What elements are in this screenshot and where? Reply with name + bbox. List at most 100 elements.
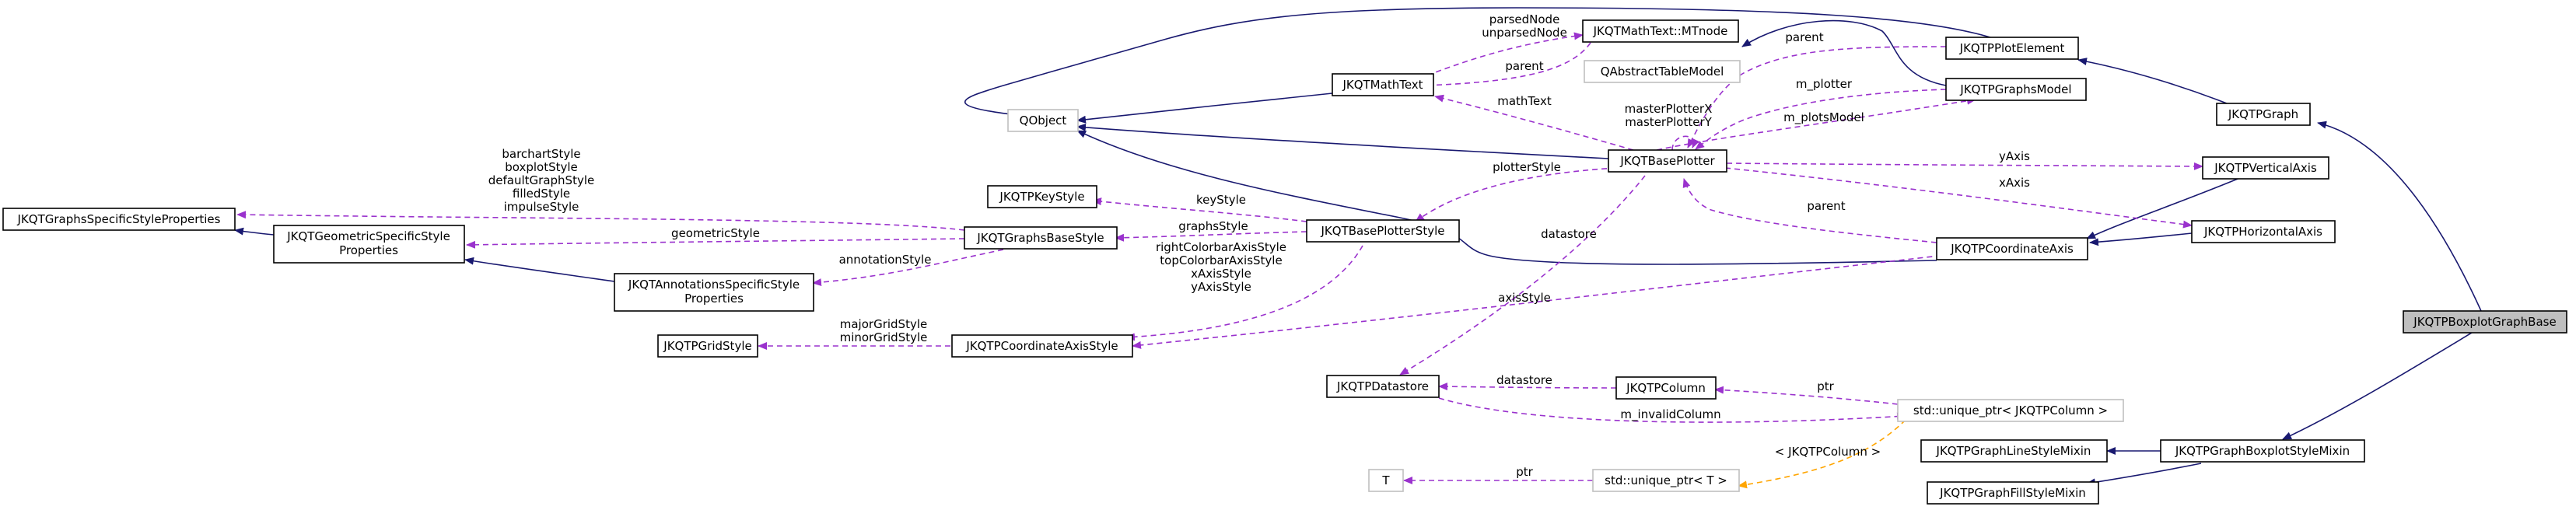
node-std-unique-ptr-jkqtpcolumn[interactable]: std::unique_ptr< JKQTPColumn > bbox=[1897, 399, 2124, 422]
node-jkqtgraphsbasestyle[interactable]: JKQTGraphsBaseStyle bbox=[964, 226, 1118, 250]
svg-text:JKQTPCoordinateAxisStyle: JKQTPCoordinateAxisStyle bbox=[965, 339, 1118, 353]
svg-text:JKQTPGraphFillStyleMixin: JKQTPGraphFillStyleMixin bbox=[1939, 486, 2086, 500]
edge-uniqueptrcolumn-to-uniqueptrt bbox=[1738, 419, 1906, 489]
node-jkqtpgridstyle[interactable]: JKQTPGridStyle bbox=[657, 334, 758, 358]
svg-text:std::unique_ptr< JKQTPColumn >: std::unique_ptr< JKQTPColumn > bbox=[1913, 403, 2108, 418]
label-barchartstyle: barchartStyle bbox=[502, 147, 580, 161]
svg-text:QObject: QObject bbox=[1020, 114, 1067, 128]
edges bbox=[234, 7, 2482, 489]
svg-text:JKQTPColumn: JKQTPColumn bbox=[1626, 381, 1706, 395]
node-jkqtpverticalaxis[interactable]: JKQTPVerticalAxis bbox=[2202, 156, 2329, 180]
node-std-unique-ptr-t[interactable]: std::unique_ptr< T > bbox=[1592, 469, 1740, 492]
edge-boxplotbase-to-graph bbox=[2317, 121, 2482, 312]
svg-text:Properties: Properties bbox=[339, 243, 398, 257]
edge-graphsbasestyle-to-graphsspecific bbox=[236, 211, 965, 231]
node-jkqtpgraphboxplotstylemixin[interactable]: JKQTPGraphBoxplotStyleMixin bbox=[2160, 439, 2365, 463]
label-plotelement-parent: parent bbox=[1785, 30, 1823, 44]
label-column-datastore: datastore bbox=[1496, 373, 1552, 387]
node-jkqtpgraphlinestylemixin[interactable]: JKQTPGraphLineStyleMixin bbox=[1920, 439, 2108, 463]
svg-text:JKQTGeometricSpecificStyle: JKQTGeometricSpecificStyle bbox=[286, 229, 450, 243]
edge-coordinateaxis-to-coordinateaxisstyle bbox=[1132, 253, 1961, 349]
node-jkqtpcoordinateaxis[interactable]: JKQTPCoordinateAxis bbox=[1936, 237, 2088, 260]
label-rightcolorbaraxisstyle: rightColorbarAxisStyle bbox=[1156, 240, 1286, 254]
edge-baseplotterstyle-to-graphsbasestyle bbox=[1115, 231, 1307, 242]
edge-boxplotbase-to-boxplotstylemixin bbox=[2282, 332, 2473, 440]
svg-text:JKQTGraphsSpecificStylePropert: JKQTGraphsSpecificStyleProperties bbox=[17, 212, 221, 226]
label-xaxis: xAxis bbox=[1999, 176, 2030, 190]
label-m-invalidcolumn: m_invalidColumn bbox=[1620, 407, 1720, 422]
label-masterplottery: masterPlotterY bbox=[1625, 115, 1712, 129]
edge-plotelement-to-qobject bbox=[964, 7, 1996, 124]
label-unparsednode: unparsedNode bbox=[1482, 26, 1567, 40]
node-jkqtpgraph[interactable]: JKQTPGraph bbox=[2216, 103, 2311, 126]
node-t[interactable]: T bbox=[1368, 469, 1404, 492]
node-jkqtmathtext[interactable]: JKQTMathText bbox=[1332, 73, 1434, 96]
svg-text:std::unique_ptr< T >: std::unique_ptr< T > bbox=[1605, 473, 1727, 488]
edge-labels: parsedNode unparsedNode parent parent m_… bbox=[488, 12, 2030, 479]
svg-text:Properties: Properties bbox=[684, 292, 744, 306]
edge-baseplotter-to-baseplotterstyle bbox=[1415, 167, 1617, 222]
svg-text:JKQTBasePlotterStyle: JKQTBasePlotterStyle bbox=[1321, 224, 1445, 238]
node-jkqtpkeystyle[interactable]: JKQTPKeyStyle bbox=[987, 185, 1097, 208]
label-ptr-column: ptr bbox=[1817, 379, 1834, 393]
node-jkqtpplotelement[interactable]: JKQTPPlotElement bbox=[1945, 37, 2079, 60]
label-topcolorbaraxisstyle: topColorbarAxisStyle bbox=[1160, 253, 1282, 267]
edge-uniqueptrcolumn-to-column bbox=[1714, 386, 1899, 405]
label-graphsstyle: graphsStyle bbox=[1178, 219, 1248, 233]
node-jkqtannotationsspecificstyleproperties[interactable]: JKQTAnnotationsSpecificStyle Properties bbox=[614, 273, 814, 312]
label-m-plotsmodel: m_plotsModel bbox=[1783, 110, 1864, 125]
node-jkqtmathtext-mtnode[interactable]: JKQTMathText::MTnode bbox=[1582, 19, 1739, 43]
node-jkqtpcolumn[interactable]: JKQTPColumn bbox=[1615, 376, 1717, 400]
label-keystyle: keyStyle bbox=[1196, 193, 1246, 207]
edge-mathtext-to-qobject bbox=[1076, 93, 1333, 124]
edge-graphsmodel-to-baseplotter bbox=[1695, 89, 1947, 150]
node-jkqtgraphsspecificstyleproperties[interactable]: JKQTGraphsSpecificStyleProperties bbox=[2, 208, 236, 231]
edge-mtnode-to-mathtext bbox=[1424, 42, 1591, 89]
node-jkqtpboxplotgraphbase[interactable]: JKQTPBoxplotGraphBase bbox=[2403, 310, 2567, 334]
edge-baseplotter-to-graphsmodel bbox=[1656, 96, 1976, 151]
svg-text:JKQTPGraph: JKQTPGraph bbox=[2228, 107, 2298, 121]
node-jkqtphorizontalaxis[interactable]: JKQTPHorizontalAxis bbox=[2191, 220, 2336, 243]
label-axisstyle: axisStyle bbox=[1498, 291, 1551, 305]
edge-baseplotter-to-verticalaxis bbox=[1726, 162, 2203, 170]
svg-text:JKQTPHorizontalAxis: JKQTPHorizontalAxis bbox=[2203, 225, 2322, 239]
label-defaultgraphstyle: defaultGraphStyle bbox=[488, 173, 594, 187]
node-jkqtpgraphfillstylemixin[interactable]: JKQTPGraphFillStyleMixin bbox=[1927, 481, 2099, 505]
node-qabstracttablemodel[interactable]: QAbstractTableModel bbox=[1584, 60, 1741, 83]
node-jkqtgeometricspecificstyleproperties[interactable]: JKQTGeometricSpecificStyle Properties bbox=[273, 225, 465, 264]
label-yaxisstyle: yAxisStyle bbox=[1191, 280, 1251, 294]
svg-text:JKQTPGraphsModel: JKQTPGraphsModel bbox=[1959, 82, 2071, 96]
svg-text:JKQTPGraphLineStyleMixin: JKQTPGraphLineStyleMixin bbox=[1936, 444, 2091, 458]
label-impulsestyle: impulseStyle bbox=[504, 200, 579, 214]
label-boxplotstyle: boxplotStyle bbox=[505, 160, 578, 174]
svg-text:JKQTMathText::MTnode: JKQTMathText::MTnode bbox=[1593, 24, 1728, 38]
edge-graphsbasestyle-to-geometric bbox=[466, 238, 965, 249]
label-mathtext: mathText bbox=[1497, 94, 1552, 108]
svg-text:JKQTPCoordinateAxis: JKQTPCoordinateAxis bbox=[1950, 242, 2074, 256]
nodes: JKQTPBoxplotGraphBase JKQTPGraph JKQTPPl… bbox=[2, 19, 2567, 505]
edge-graph-to-plotelement bbox=[2077, 58, 2231, 106]
node-jkqtpgraphsmodel[interactable]: JKQTPGraphsModel bbox=[1945, 78, 2087, 101]
node-jkqtbaseplotter[interactable]: JKQTBasePlotter bbox=[1608, 149, 1727, 173]
svg-text:JKQTPVerticalAxis: JKQTPVerticalAxis bbox=[2214, 161, 2317, 175]
label-yaxis: yAxis bbox=[1999, 149, 2030, 163]
node-jkqtbaseplotterstyle[interactable]: JKQTBasePlotterStyle bbox=[1306, 219, 1460, 243]
svg-text:T: T bbox=[1381, 473, 1390, 487]
label-masterplotterx: masterPlotterX bbox=[1625, 102, 1713, 116]
svg-text:JKQTAnnotationsSpecificStyle: JKQTAnnotationsSpecificStyle bbox=[628, 278, 800, 292]
svg-text:JKQTPGridStyle: JKQTPGridStyle bbox=[663, 339, 751, 353]
edge-coordinateaxis-to-baseplotter bbox=[1682, 178, 1937, 243]
node-jkqtpdatastore[interactable]: JKQTPDatastore bbox=[1326, 375, 1440, 398]
label-m-plotter: m_plotter bbox=[1796, 77, 1853, 92]
edge-graphsmodel-to-qabstracttablemodel bbox=[1741, 19, 1947, 86]
edge-coordinateaxis-to-qobject bbox=[1076, 130, 1937, 265]
label-majorgridstyle: majorGridStyle bbox=[840, 317, 927, 331]
node-jkqtpcoordinateaxisstyle[interactable]: JKQTPCoordinateAxisStyle bbox=[951, 334, 1133, 358]
node-qobject[interactable]: QObject bbox=[1007, 109, 1079, 132]
edge-boxplotstylemixin-to-fillstylemixin bbox=[2086, 463, 2202, 487]
edge-baseplotter-to-qobject bbox=[1076, 123, 1609, 159]
svg-text:JKQTPPlotElement: JKQTPPlotElement bbox=[1959, 41, 2065, 55]
edge-baseplotterstyle-to-keystyle bbox=[1092, 197, 1307, 222]
svg-text:QAbstractTableModel: QAbstractTableModel bbox=[1601, 65, 1724, 79]
